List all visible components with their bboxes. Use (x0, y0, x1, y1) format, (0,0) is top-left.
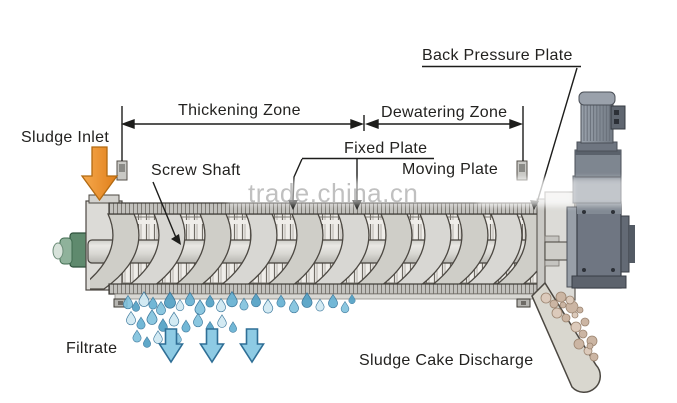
water-droplet (185, 291, 195, 307)
sludge-cake-discharge-label: Sludge Cake Discharge (359, 352, 534, 369)
sludge-cake (540, 291, 599, 362)
dimension-lines (120, 106, 524, 161)
water-droplet (217, 314, 227, 328)
screw-flight (90, 213, 140, 290)
water-droplet (328, 293, 338, 309)
water-droplet (168, 311, 180, 327)
water-droplet (136, 316, 146, 330)
cake-clump (540, 292, 552, 304)
gearbox (566, 201, 635, 289)
water-droplet (229, 321, 237, 333)
water-droplet (301, 292, 313, 308)
water-droplet (340, 300, 350, 314)
cake-clump (586, 342, 594, 350)
bottom-rail (108, 283, 562, 295)
cake-clump (549, 299, 559, 309)
water-droplet (132, 300, 140, 312)
water-droplet (143, 336, 151, 348)
water-droplet (289, 298, 299, 314)
screw-flights (90, 213, 538, 290)
motor-fins (583, 105, 611, 141)
water-droplet (138, 291, 150, 307)
water-droplet (216, 297, 226, 313)
fixed-plate-label: Fixed Plate (344, 140, 428, 157)
cake-clump (580, 317, 590, 327)
water-droplet (205, 294, 215, 308)
cake-clump (573, 338, 585, 350)
watermark-blur-band-right (478, 178, 663, 206)
cake-clump (589, 352, 599, 362)
bearing-end-cap (52, 232, 91, 268)
water-droplet (175, 298, 185, 312)
water-droplet (123, 294, 133, 310)
watermark-text: trade.china.cn (248, 178, 419, 208)
screw-press-body (52, 160, 580, 308)
water-droplet (348, 293, 356, 304)
water-droplet (251, 292, 261, 308)
water-droplet (126, 310, 136, 326)
moving-plate-label: Moving Plate (402, 161, 499, 178)
water-droplet (239, 297, 249, 311)
water-droplet (315, 298, 325, 312)
water-droplet (164, 291, 176, 309)
filtrate-down-arrow (199, 328, 225, 364)
filtrate-droplets (123, 290, 356, 351)
water-droplet (148, 296, 158, 310)
dewatering-zone-label: Dewatering Zone (381, 104, 508, 121)
water-droplet (153, 330, 163, 344)
cake-clump (571, 311, 579, 319)
cake-clump (565, 295, 575, 305)
filtrate-label: Filtrate (66, 340, 118, 357)
thickening-zone-label: Thickening Zone (178, 102, 301, 119)
water-droplet (226, 290, 238, 308)
cake-clump (559, 301, 567, 309)
sludge-inlet-label: Sludge Inlet (21, 129, 110, 146)
sludge-inlet-arrow (80, 146, 119, 202)
water-droplet (146, 309, 158, 325)
cake-clump (561, 313, 571, 323)
water-droplet (194, 299, 206, 315)
cake-clump (576, 306, 584, 314)
back-pressure-plate-label: Back Pressure Plate (422, 47, 573, 64)
cake-clump (570, 321, 582, 333)
cake-clump (578, 329, 588, 339)
inlet-hopper (88, 194, 120, 204)
cake-clump (551, 307, 563, 319)
water-droplet (262, 298, 274, 314)
screw-shaft-label: Screw Shaft (151, 162, 241, 179)
water-droplet (156, 300, 166, 316)
cake-clump (555, 291, 567, 303)
water-droplet (276, 294, 286, 308)
water-droplet (132, 329, 142, 343)
motor-terminal-box (610, 105, 626, 130)
discharge-chute (531, 281, 602, 394)
filtrate-arrows (158, 328, 265, 364)
water-droplet (181, 319, 191, 333)
bottom-lip (114, 293, 564, 300)
filtrate-down-arrow (239, 328, 265, 364)
water-droplet (193, 312, 203, 328)
filtrate-down-arrow (158, 328, 184, 364)
